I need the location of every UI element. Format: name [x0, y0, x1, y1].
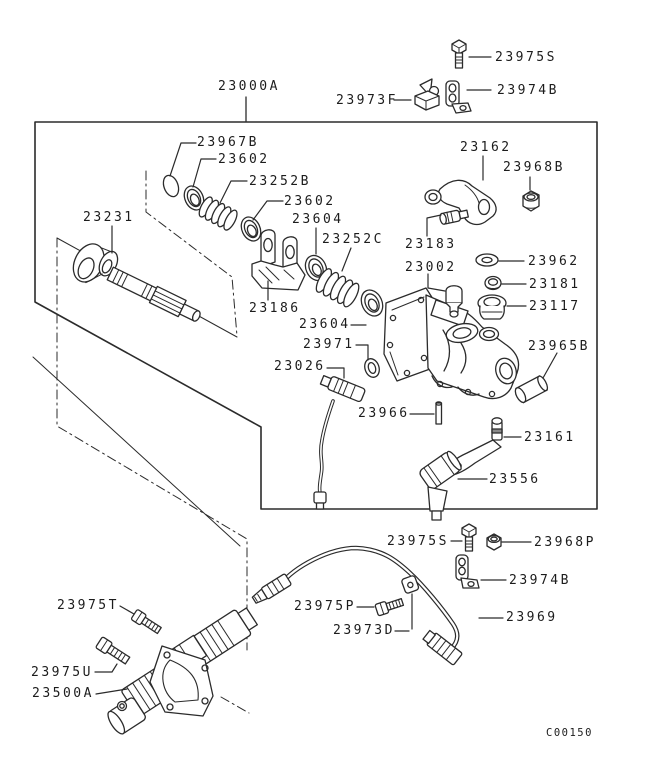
part-label-23975p: 23975P — [294, 599, 356, 614]
sensor-23026-drawing — [313, 374, 366, 510]
clip-23973f-drawing — [414, 78, 440, 111]
part-label-23975u: 23975U — [31, 665, 93, 680]
bolt-23975t-drawing — [130, 609, 162, 635]
ring-23181-drawing — [484, 275, 502, 291]
output-shaft-23231-drawing — [72, 243, 201, 322]
pin-23965b-drawing — [514, 375, 549, 404]
nut-23968b-drawing — [522, 190, 540, 212]
bracket-23974b-bottom-drawing — [455, 554, 480, 589]
part-label-23973f: 23973F — [336, 93, 398, 108]
part-label-23974b-top: 23974B — [497, 83, 559, 98]
part-label-23975s-bottom: 23975S — [387, 534, 449, 549]
arm-23162-drawing — [424, 179, 497, 226]
switch-23556-drawing — [419, 450, 462, 521]
part-label-23974b-bottom: 23974B — [509, 573, 571, 588]
leader-lines — [94, 56, 558, 695]
drawing-code: C00150 — [546, 727, 593, 739]
part-label-23973d: 23973D — [333, 623, 395, 638]
part-label-23162: 23162 — [460, 140, 512, 155]
sleeve-assembly-23500a-drawing — [107, 607, 258, 735]
nut-23968p-drawing — [486, 533, 502, 551]
part-label-23965b: 23965B — [528, 339, 590, 354]
part-label-23969: 23969 — [506, 610, 558, 625]
transfer-cover-housing-drawing — [383, 287, 520, 400]
part-label-23967b: 23967B — [197, 135, 259, 150]
part-label-23968b: 23968B — [503, 160, 565, 175]
part-label-23186: 23186 — [249, 301, 301, 316]
part-label-23962: 23962 — [528, 254, 580, 269]
grommet-23117-drawing — [477, 294, 507, 320]
part-label-23500a: 23500A — [32, 686, 94, 701]
valve-23183-drawing — [439, 209, 469, 225]
bolt-23975p-drawing — [374, 598, 405, 617]
part-label-23181: 23181 — [529, 277, 581, 292]
washer-23962-drawing — [475, 253, 499, 267]
part-label-23161: 23161 — [524, 430, 576, 445]
part-label-23604-b: 23604 — [299, 317, 351, 332]
seal-23604-b-drawing — [360, 289, 384, 317]
part-label-23602-b: 23602 — [284, 194, 336, 209]
bracket-23186-drawing — [251, 229, 306, 291]
part-label-23252b: 23252B — [249, 174, 311, 189]
part-label-23183: 23183 — [405, 237, 457, 252]
part-label-23252c: 23252C — [322, 232, 384, 247]
cable-23969-drawing — [251, 545, 463, 666]
pin-23966-drawing — [435, 401, 443, 425]
bolt-23975s-top-drawing — [451, 39, 467, 69]
part-label-23602-a: 23602 — [218, 152, 270, 167]
part-label-23026: 23026 — [274, 359, 326, 374]
bracket-23974b-top-drawing — [445, 80, 472, 114]
plunger-23002-drawing — [445, 285, 463, 318]
bolt-23975u-drawing — [95, 636, 131, 665]
part-label-23971: 23971 — [303, 337, 355, 352]
part-label-23975s-top: 23975S — [495, 50, 557, 65]
part-label-23231: 23231 — [83, 210, 135, 225]
bolt-23975s-bottom-drawing — [461, 523, 477, 552]
clip-23973d-drawing — [401, 575, 420, 594]
part-label-23556: 23556 — [489, 472, 541, 487]
part-label-23604-a: 23604 — [292, 212, 344, 227]
seal-23602-b-drawing — [240, 216, 262, 242]
part-label-23002: 23002 — [405, 260, 457, 275]
part-label-23117: 23117 — [529, 299, 581, 314]
part-label-23968p: 23968P — [534, 535, 596, 550]
part-label-23966: 23966 — [358, 406, 410, 421]
spring-23252b-drawing — [198, 196, 238, 231]
spring-23252c-drawing — [315, 268, 360, 308]
part-label-23975t: 23975T — [57, 598, 119, 613]
part-label-23000a: 23000A — [218, 79, 280, 94]
oring-23967b-drawing — [162, 174, 180, 198]
oring-23971-drawing — [364, 358, 380, 378]
